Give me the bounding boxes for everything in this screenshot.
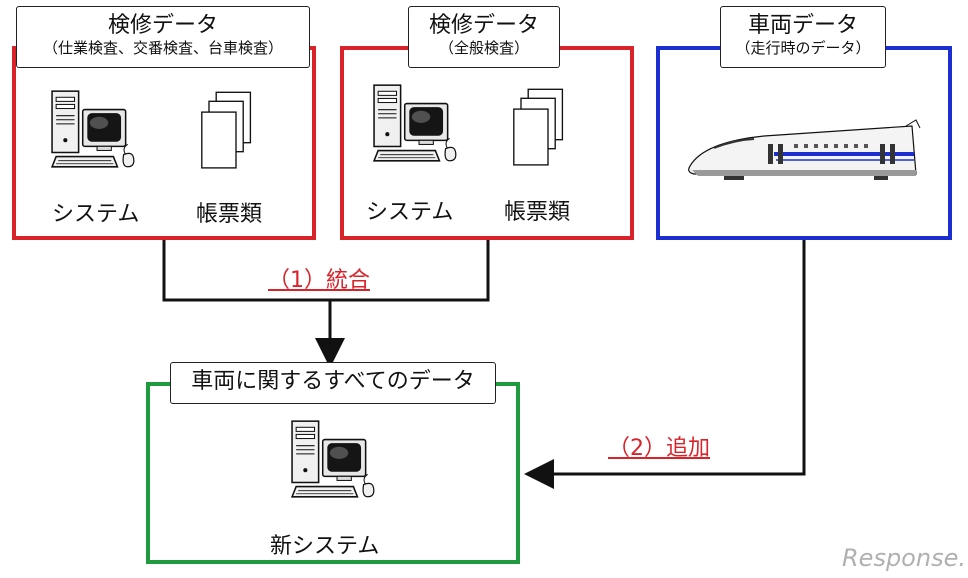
- integrate-line: [162, 240, 490, 302]
- integrate-label: （1）統合: [268, 268, 370, 293]
- forms-label: 帳票類: [504, 200, 571, 225]
- inspection-routine-title: 検修データ: [107, 13, 218, 38]
- new-system-label: 新システム: [270, 534, 380, 559]
- train-icon: [688, 119, 921, 180]
- vehicle-title-label: 車両データ （走行時のデータ）: [720, 6, 886, 68]
- all-data-title-label: 車両に関するすべてのデータ: [170, 362, 496, 404]
- system-label: システム: [366, 200, 454, 225]
- vehicle-title: 車両データ: [747, 13, 858, 38]
- append-label: （2）追加: [608, 436, 710, 461]
- all-data-title: 車両に関するすべてのデータ: [191, 369, 475, 394]
- inspection-general-title-label: 検修データ （全般検査）: [408, 6, 560, 68]
- forms-label: 帳票類: [196, 202, 263, 227]
- inspection-routine-subtitle: （仕業検査、交番検査、台車検査）: [42, 39, 283, 57]
- arrow-icon: [524, 240, 806, 489]
- inspection-routine-title-label: 検修データ （仕業検査、交番検査、台車検査）: [16, 6, 310, 68]
- vehicle-subtitle: （走行時のデータ）: [735, 39, 871, 57]
- inspection-general-subtitle: （全般検査）: [438, 39, 529, 57]
- inspection-general-title: 検修データ: [428, 13, 539, 38]
- system-label: システム: [52, 202, 140, 227]
- computer-icon: [290, 412, 382, 508]
- watermark: Response.: [842, 544, 966, 572]
